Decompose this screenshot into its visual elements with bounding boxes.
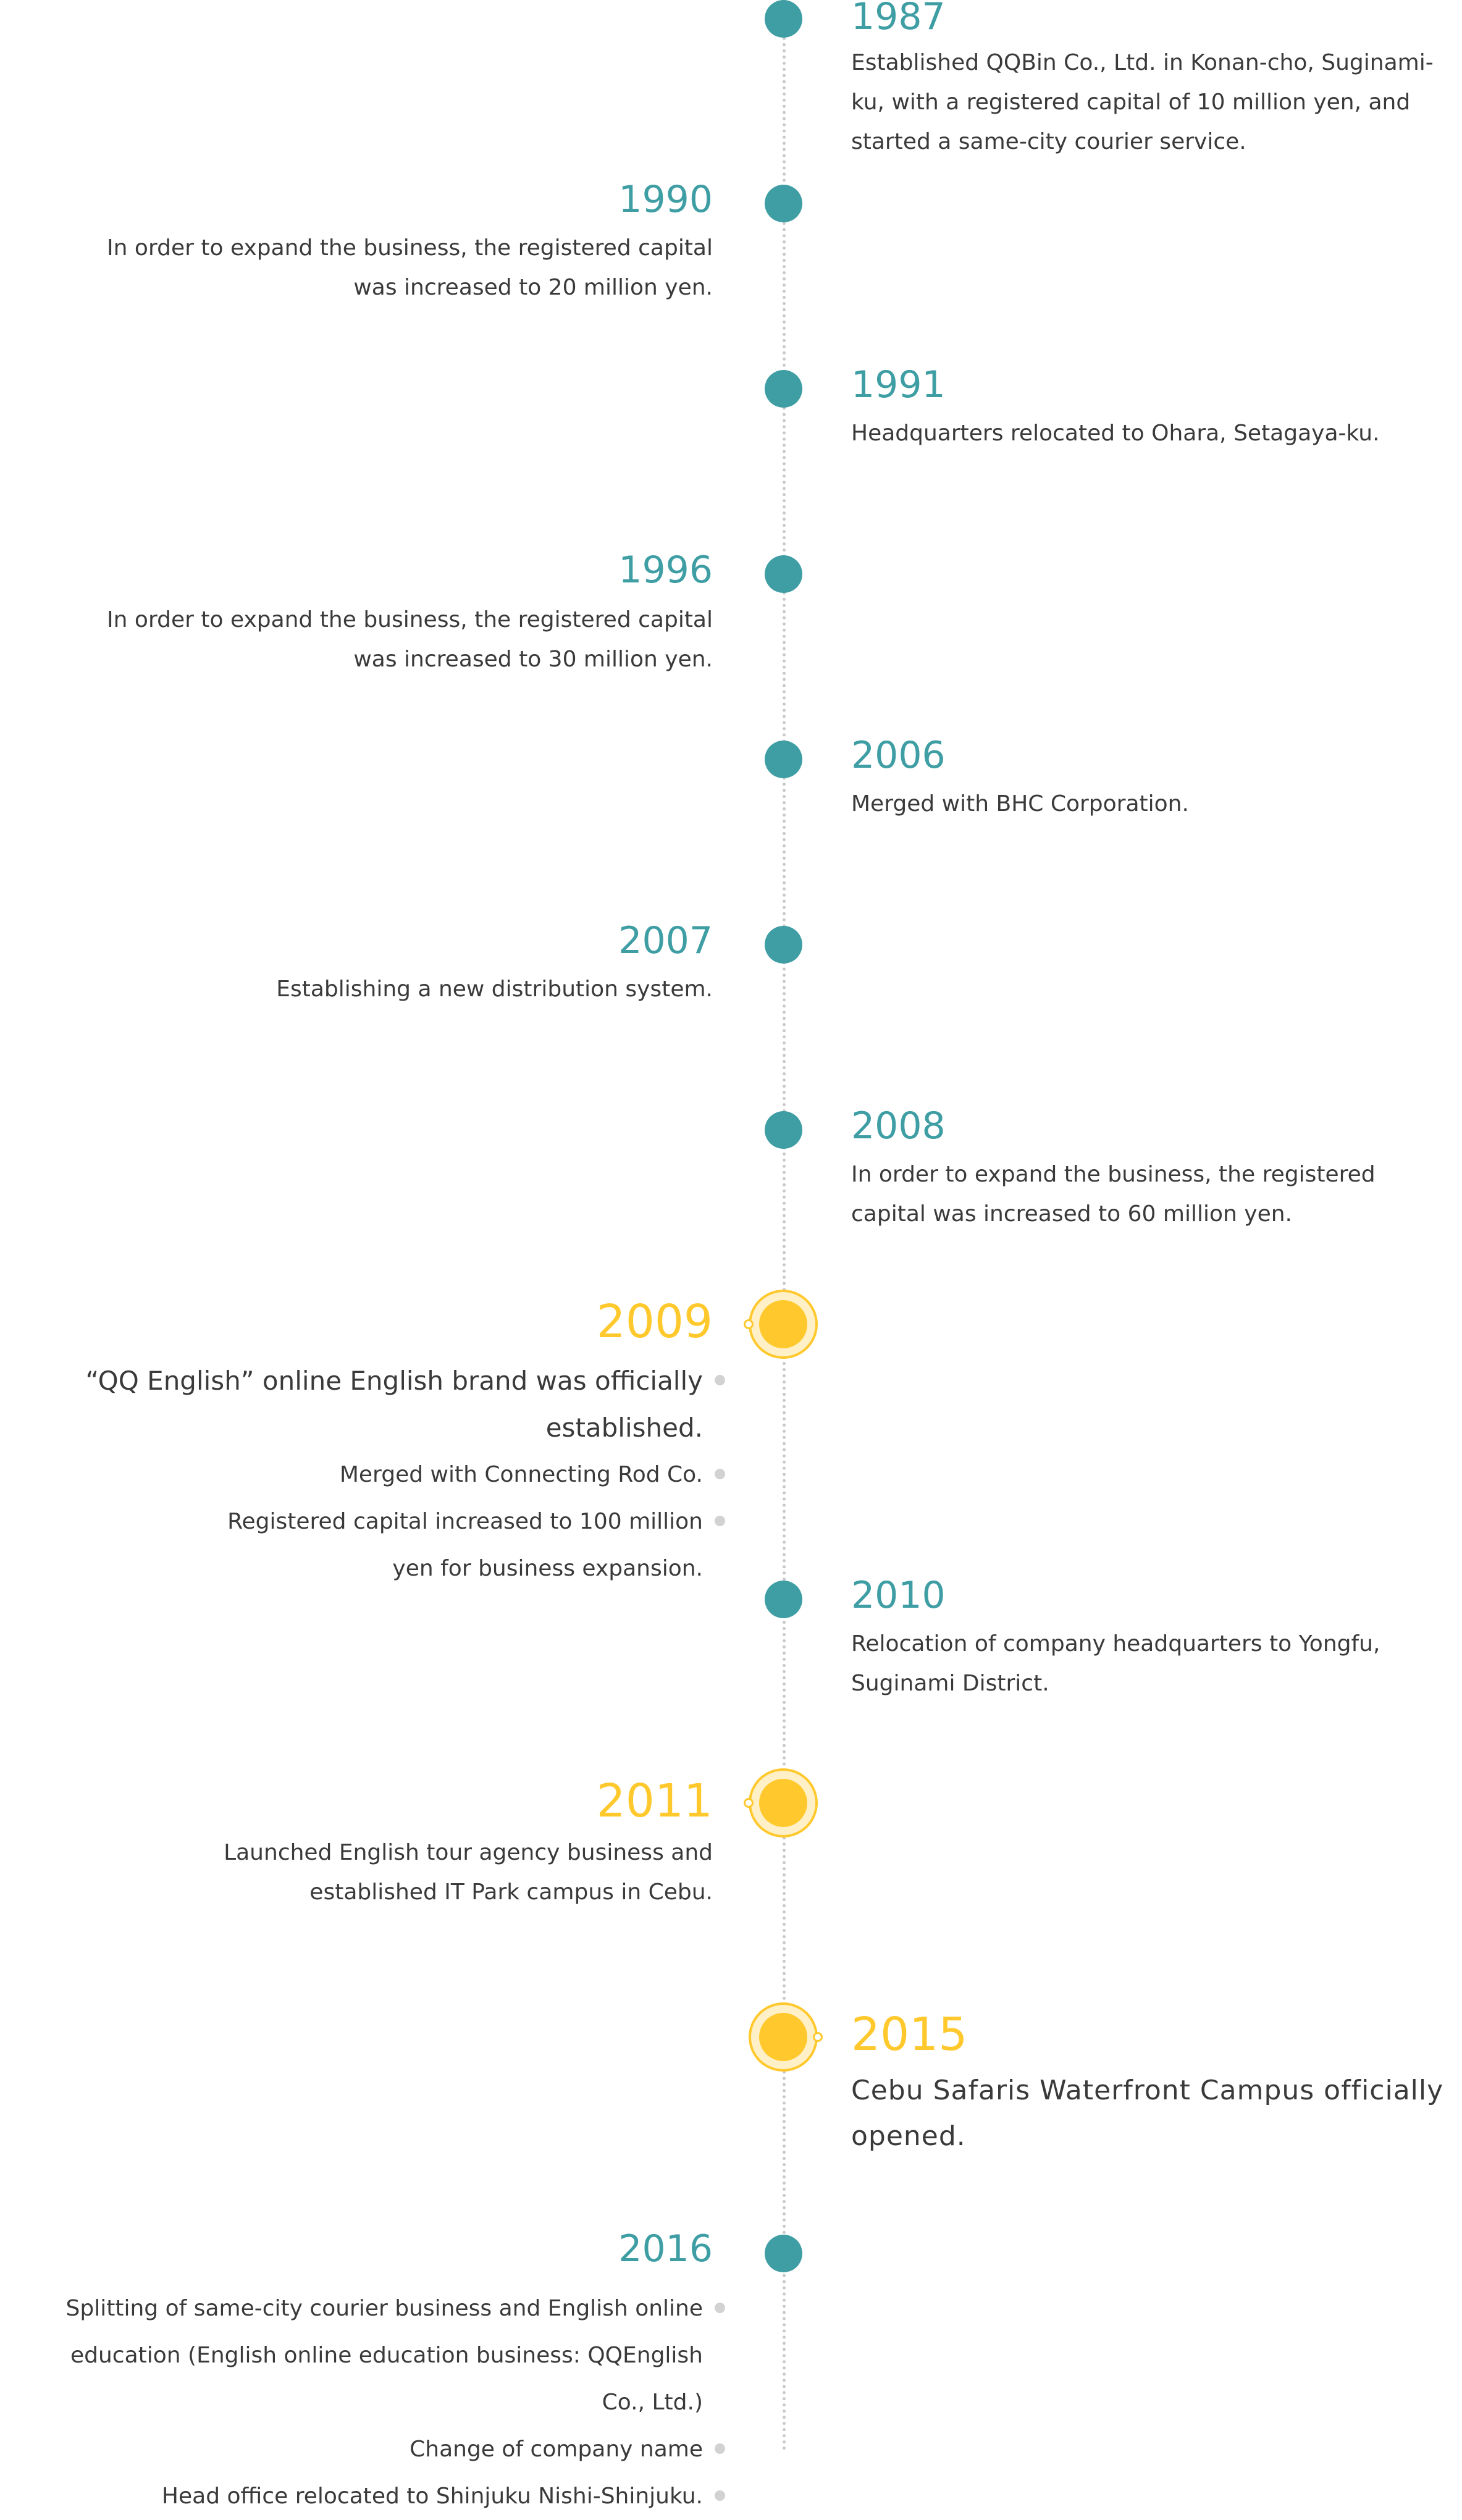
event-text-1987: Established QQBin Co., Ltd. in Konan-cho…	[851, 50, 1434, 154]
event-text-2006: Merged with BHC Corporation.	[851, 791, 1189, 817]
bullet-dot-icon	[715, 2490, 725, 2501]
year-1987: 1987	[851, 0, 946, 38]
list-item: “QQ English” online English brand was of…	[0, 1358, 725, 1451]
event-text-2008: In order to expand the business, the reg…	[851, 1162, 1376, 1227]
year-1991: 1991	[851, 363, 946, 406]
bullet-dot-icon	[715, 1516, 725, 1526]
year-2010: 2010	[851, 1574, 946, 1617]
event-text-2011: Launched English tour agency business an…	[224, 1840, 713, 1905]
timeline-dot-1996	[765, 555, 802, 593]
timeline-dot-1990	[765, 185, 802, 222]
event-text-2007: Establishing a new distribution system.	[276, 976, 713, 1002]
timeline-dot-2006	[765, 741, 802, 778]
timeline-dot-major-2015	[759, 2013, 823, 2061]
year-1996: 1996	[618, 548, 713, 592]
event-list-2016: Splitting of same-city courier business …	[0, 2285, 725, 2520]
list-item: Merged with Connecting Rod Co.	[0, 1451, 725, 1498]
timeline-knob	[744, 1319, 754, 1329]
event-list-2009: “QQ English” online English brand was of…	[0, 1358, 725, 1592]
timeline-dot-2016	[765, 2235, 802, 2272]
year-2011: 2011	[596, 1774, 713, 1828]
timeline-dot-2008	[765, 1111, 802, 1149]
timeline-dot-major-2011	[744, 1779, 807, 1827]
timeline-dot-1991	[765, 370, 802, 408]
timeline-knob	[744, 1798, 754, 1808]
list-item: Change of company name	[0, 2426, 725, 2473]
year-1990: 1990	[618, 178, 713, 221]
bullet-dot-icon	[715, 1375, 725, 1385]
timeline-knob	[813, 2032, 823, 2042]
event-text-2010: Relocation of company headquarters to Yo…	[851, 1631, 1380, 1696]
year-2006: 2006	[851, 734, 946, 777]
bullet-dot-icon	[715, 1469, 725, 1479]
list-item: Splitting of same-city courier business …	[0, 2285, 725, 2426]
list-item: Registered capital increased to 100 mill…	[0, 1498, 725, 1592]
event-text-1990: In order to expand the business, the reg…	[107, 235, 713, 300]
year-2009: 2009	[596, 1295, 713, 1348]
timeline-dot-2007	[765, 926, 802, 964]
timeline-dot-1987	[765, 0, 802, 38]
timeline-axis	[783, 19, 786, 2452]
timeline-dot-major-2009	[744, 1300, 807, 1348]
year-2016: 2016	[618, 2227, 713, 2270]
event-text-1996: In order to expand the business, the reg…	[107, 607, 713, 672]
bullet-dot-icon	[715, 2443, 725, 2454]
bullet-dot-icon	[715, 2303, 725, 2313]
year-2007: 2007	[618, 919, 713, 962]
list-item: Head office relocated to Shinjuku Nishi-…	[0, 2473, 725, 2520]
year-2008: 2008	[851, 1104, 946, 1148]
event-text-1991: Headquarters relocated to Ohara, Setagay…	[851, 421, 1380, 446]
timeline-dot-2010	[765, 1581, 802, 1618]
year-2015: 2015	[851, 2008, 968, 2061]
event-text-2015: Cebu Safaris Waterfront Campus officiall…	[851, 2075, 1444, 2152]
